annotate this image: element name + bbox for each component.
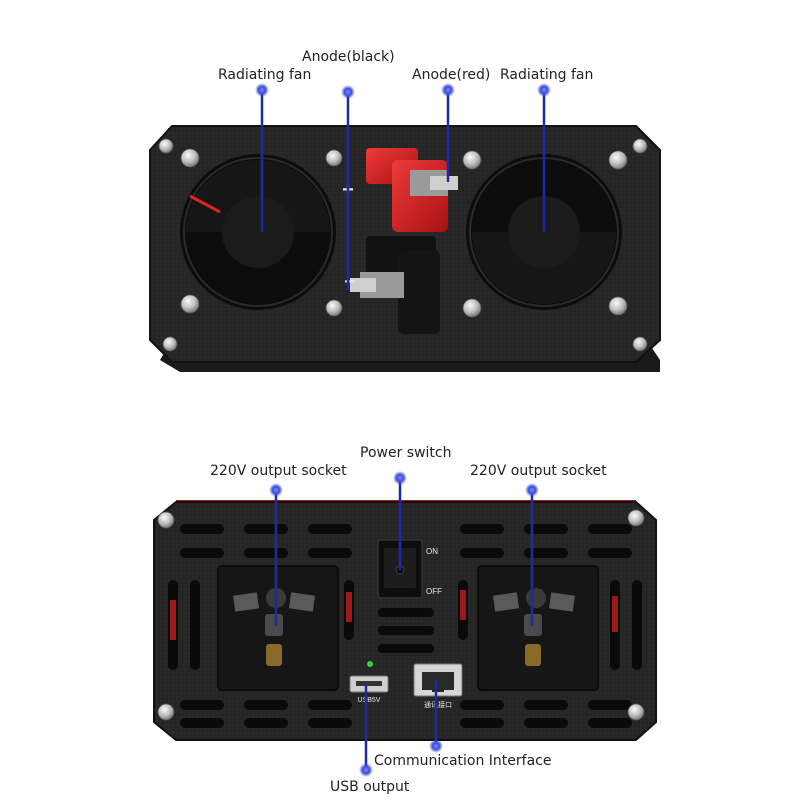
top-screws: [158, 138, 648, 352]
bottom-screws: [157, 509, 645, 721]
minus-mark: −: [344, 271, 356, 293]
right-fan: [466, 154, 622, 310]
label-fan-left: Radiating fan: [218, 67, 312, 83]
label-anode-black: Anode(black): [302, 49, 395, 65]
label-socket-right: 220V output socket: [470, 463, 607, 479]
label-usb-output: USB output: [330, 779, 410, 795]
right-output-socket: [477, 565, 599, 691]
label-power-switch: Power switch: [360, 445, 452, 461]
vent-red-glints: [170, 590, 618, 640]
left-output-socket: [217, 565, 339, 691]
label-socket-left: 220V output socket: [210, 463, 347, 479]
callout-dots: [255, 83, 551, 777]
switch-on-mark: ON: [426, 547, 438, 556]
label-fan-right: Radiating fan: [500, 67, 594, 83]
usb-port: [349, 661, 389, 693]
label-communication: Communication Interface: [374, 753, 552, 769]
usb-port-mark: USB5V: [358, 697, 381, 704]
label-anode-red: Anode(red): [412, 67, 491, 83]
bottom-panel: ON OFF USB5V 通讯接口: [153, 500, 657, 741]
positive-terminal: [366, 148, 458, 232]
comm-port-mark: 通讯接口: [424, 700, 452, 709]
communication-port: [413, 663, 463, 697]
callout-pointers: [260, 90, 546, 770]
switch-off-mark: OFF: [426, 587, 442, 596]
top-panel: + −: [149, 125, 661, 372]
negative-terminal: [350, 236, 440, 334]
left-fan: [180, 154, 336, 310]
